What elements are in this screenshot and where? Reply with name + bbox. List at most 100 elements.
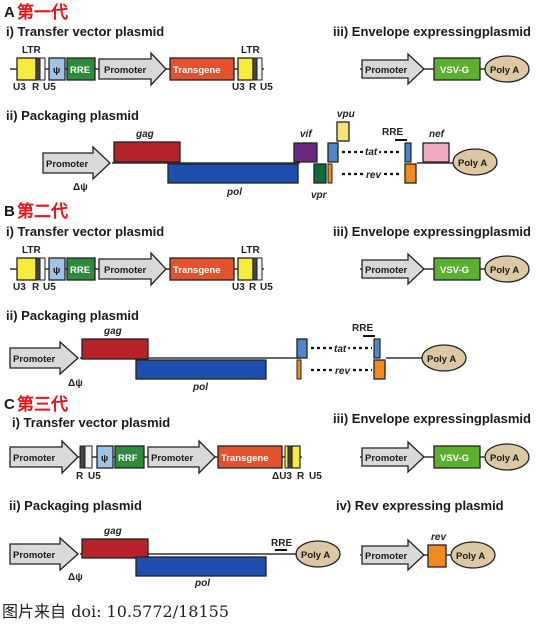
rev-label: rev xyxy=(335,366,351,377)
pol-block xyxy=(167,163,299,184)
psi-label: ψ xyxy=(101,453,108,464)
panel-c-rev-plasmid: Promoter rev Poly A xyxy=(360,532,496,572)
promoter-label: Promoter xyxy=(13,453,56,464)
vsvg-label: VSV-G xyxy=(440,265,469,276)
vpu-label: vpu xyxy=(337,109,355,120)
panel-c-letter: C xyxy=(4,396,15,413)
vsvg-label: VSV-G xyxy=(440,65,469,76)
gag-block xyxy=(113,141,181,163)
promoter-arrow xyxy=(9,536,79,572)
pol-label: pol xyxy=(194,578,210,589)
panel-b-letter: B xyxy=(4,203,15,220)
panel-b-transfer-vector: LTR U3 R U5 ψ RRE Promoter Transgene LTR… xyxy=(10,245,273,293)
vsvg-block xyxy=(433,57,481,81)
psi-block xyxy=(48,257,66,281)
pol-block xyxy=(135,359,267,380)
ltr-right-r-block xyxy=(252,257,258,281)
panel-a-envelope-title: iii) Envelope expressingplasmid xyxy=(333,24,531,39)
panel-c-packaging-plasmid: Promoter Δψ gag pol RRE Poly A xyxy=(9,526,341,589)
u5-label-right: U5 xyxy=(260,82,273,93)
promoter-arrow xyxy=(361,252,425,286)
r-label: R xyxy=(76,471,84,482)
promoter-arrow xyxy=(361,440,425,474)
u5-label: U5 xyxy=(88,471,101,482)
psi-label: ψ xyxy=(53,65,60,76)
panel-b-generation: 第二代 xyxy=(17,201,68,221)
gag-block xyxy=(81,338,149,360)
promoter-arrow-2 xyxy=(147,439,216,475)
ltr-u5-block xyxy=(39,57,46,81)
u5-label-right: U5 xyxy=(260,282,273,293)
tat-exon1-block xyxy=(327,142,339,163)
promoter-label: Promoter xyxy=(46,159,89,170)
polya-label: Poly A xyxy=(427,354,456,365)
polya-label: Poly A xyxy=(490,65,519,76)
tat-exon1-block xyxy=(296,338,308,359)
transgene-label: Transgene xyxy=(173,265,221,276)
polya-label: Poly A xyxy=(456,551,485,562)
ltr-r-block xyxy=(35,257,41,281)
u3-label: U3 xyxy=(13,82,26,93)
r-label-right: R xyxy=(297,471,305,482)
polya-ellipse xyxy=(484,255,530,283)
panel-a-letter: A xyxy=(4,4,15,21)
panel-c-transfer-title: i) Transfer vector plasmid xyxy=(12,415,170,430)
u5-label-right: U5 xyxy=(309,471,322,482)
ltr-label: LTR xyxy=(22,245,41,256)
panel-b-packaging-title: ii) Packaging plasmid xyxy=(6,308,139,323)
ltr-right-u3-block xyxy=(237,257,254,281)
panel-a-envelope-plasmid: Promoter VSV-G Poly A xyxy=(360,52,530,86)
rev-exon1-block xyxy=(327,163,333,184)
polya-ellipse xyxy=(450,541,496,569)
rre-label: RRE xyxy=(352,323,373,334)
transgene-block xyxy=(169,57,235,81)
vsvg-block xyxy=(433,445,481,469)
polya-ellipse xyxy=(421,344,467,372)
rre-label: RRE xyxy=(271,538,292,549)
pol-block xyxy=(135,556,267,577)
polya-label: Poly A xyxy=(490,453,519,464)
delta-psi-label: Δψ xyxy=(73,182,88,193)
ltr-u5-block xyxy=(39,257,46,281)
panel-a-generation: 第一代 xyxy=(17,2,68,22)
pol-label: pol xyxy=(192,382,208,393)
transgene-label: Transgene xyxy=(221,453,269,464)
panel-b: B 第二代 i) Transfer vector plasmid iii) En… xyxy=(4,201,531,393)
promoter-arrow xyxy=(98,51,167,87)
polya-label: Poly A xyxy=(458,158,487,169)
gag-label: gag xyxy=(103,326,122,337)
panel-c-envelope-title: iii) Envelope expressingplasmid xyxy=(333,411,531,426)
transgene-block xyxy=(217,445,283,469)
rre-label: RRE xyxy=(70,65,90,76)
vpr-block xyxy=(313,163,327,184)
r-label-right: R xyxy=(249,282,257,293)
rre-block xyxy=(66,57,96,81)
tat-label: tat xyxy=(365,147,378,158)
vsvg-block xyxy=(433,257,481,281)
delta-psi-label: Δψ xyxy=(68,378,83,389)
panel-c-transfer-vector: Promoter R U5 ψ RRF Promoter Transgene Δ… xyxy=(9,439,322,482)
promoter-arrow xyxy=(42,145,111,181)
delta-u3-label: ΔU3 xyxy=(272,471,292,482)
r-label-right: R xyxy=(249,82,257,93)
ltr-u3-block xyxy=(16,257,37,281)
ltr-right-r-block xyxy=(252,57,258,81)
psi-label: ψ xyxy=(53,265,60,276)
ltr-u3-block xyxy=(16,57,37,81)
ltr-label-right: LTR xyxy=(241,45,260,56)
panel-a-transfer-vector: LTR U3 R U5 ψ RRE Promoter Transgene LTR… xyxy=(10,45,273,93)
polya-ellipse xyxy=(452,148,498,176)
u5-label: U5 xyxy=(43,82,56,93)
promoter-arrow xyxy=(361,538,425,572)
promoter-arrow xyxy=(361,52,425,86)
r-label: R xyxy=(32,82,40,93)
psi-block xyxy=(96,445,114,469)
promoter-arrow xyxy=(9,340,79,376)
psi-block xyxy=(48,57,66,81)
rre-label: RRE xyxy=(382,127,403,138)
polya-label: Poly A xyxy=(490,265,519,276)
panel-c-packaging-title: ii) Packaging plasmid xyxy=(9,498,142,513)
transgene-label: Transgene xyxy=(173,65,221,76)
promoter-label-2: Promoter xyxy=(151,453,194,464)
